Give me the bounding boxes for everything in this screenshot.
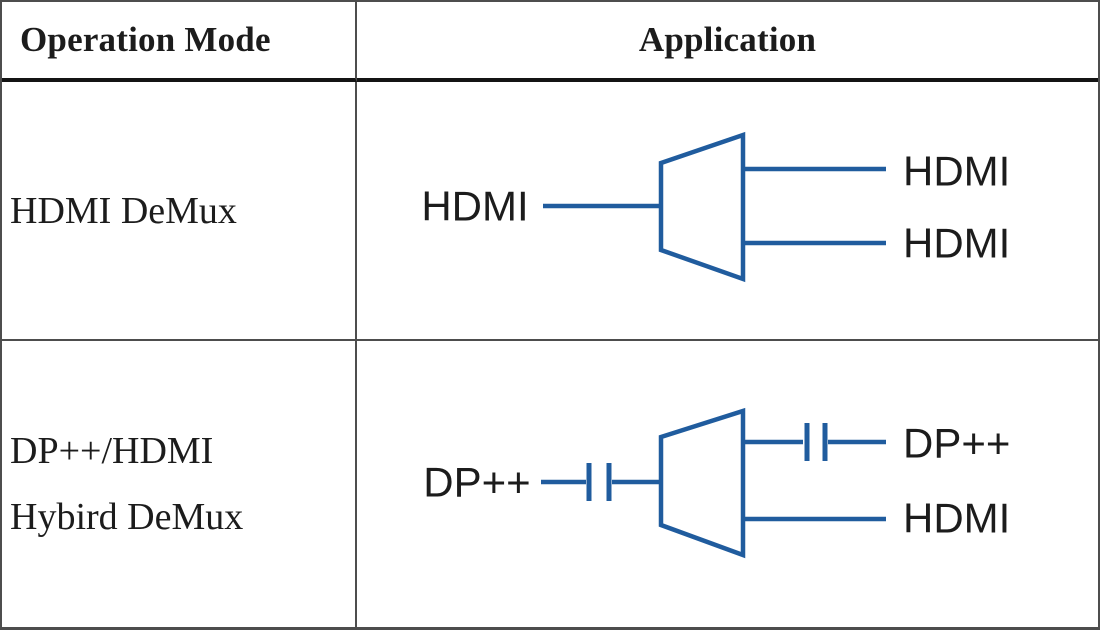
demux-trapezoid-icon [658, 131, 746, 283]
hdmi-demux-diagram: HDMI HDMI HDMI [421, 131, 1010, 283]
mode-cell-hdmi-demux: HDMI DeMux [2, 82, 357, 341]
header-cell-operation-mode: Operation Mode [2, 2, 357, 82]
mode-label-hybrid-demux-line1: DP++/HDMI [10, 430, 214, 472]
application-cell-hybrid-demux: DP++ DP++ HDMI [357, 341, 1098, 627]
header-application-label: Application [638, 20, 817, 59]
mode-cell-hybrid-demux: DP++/HDMI Hybird DeMux [2, 341, 357, 627]
demux-output-bottom-label: HDMI [903, 220, 1010, 267]
header-cell-application: Application [357, 2, 1098, 82]
demux-trapezoid-icon [658, 407, 746, 559]
header-operation-mode-label: Operation Mode [20, 20, 271, 59]
demux-input-label: HDMI [421, 183, 528, 230]
capacitor-icon [586, 463, 612, 501]
application-cell-hdmi-demux: HDMI HDMI HDMI [357, 82, 1098, 341]
demux-output-top-label: HDMI [903, 148, 1010, 195]
capacitor-icon [804, 423, 828, 461]
demux-input-label: DP++ [423, 459, 530, 506]
mode-label-hdmi-demux: HDMI DeMux [10, 189, 237, 232]
demux-output-bottom-label: HDMI [903, 495, 1010, 542]
mode-label-hybrid-demux-line2: Hybird DeMux [10, 496, 244, 538]
hybrid-demux-diagram: DP++ DP++ HDMI [423, 407, 1010, 559]
demux-output-top-label: DP++ [903, 420, 1010, 467]
